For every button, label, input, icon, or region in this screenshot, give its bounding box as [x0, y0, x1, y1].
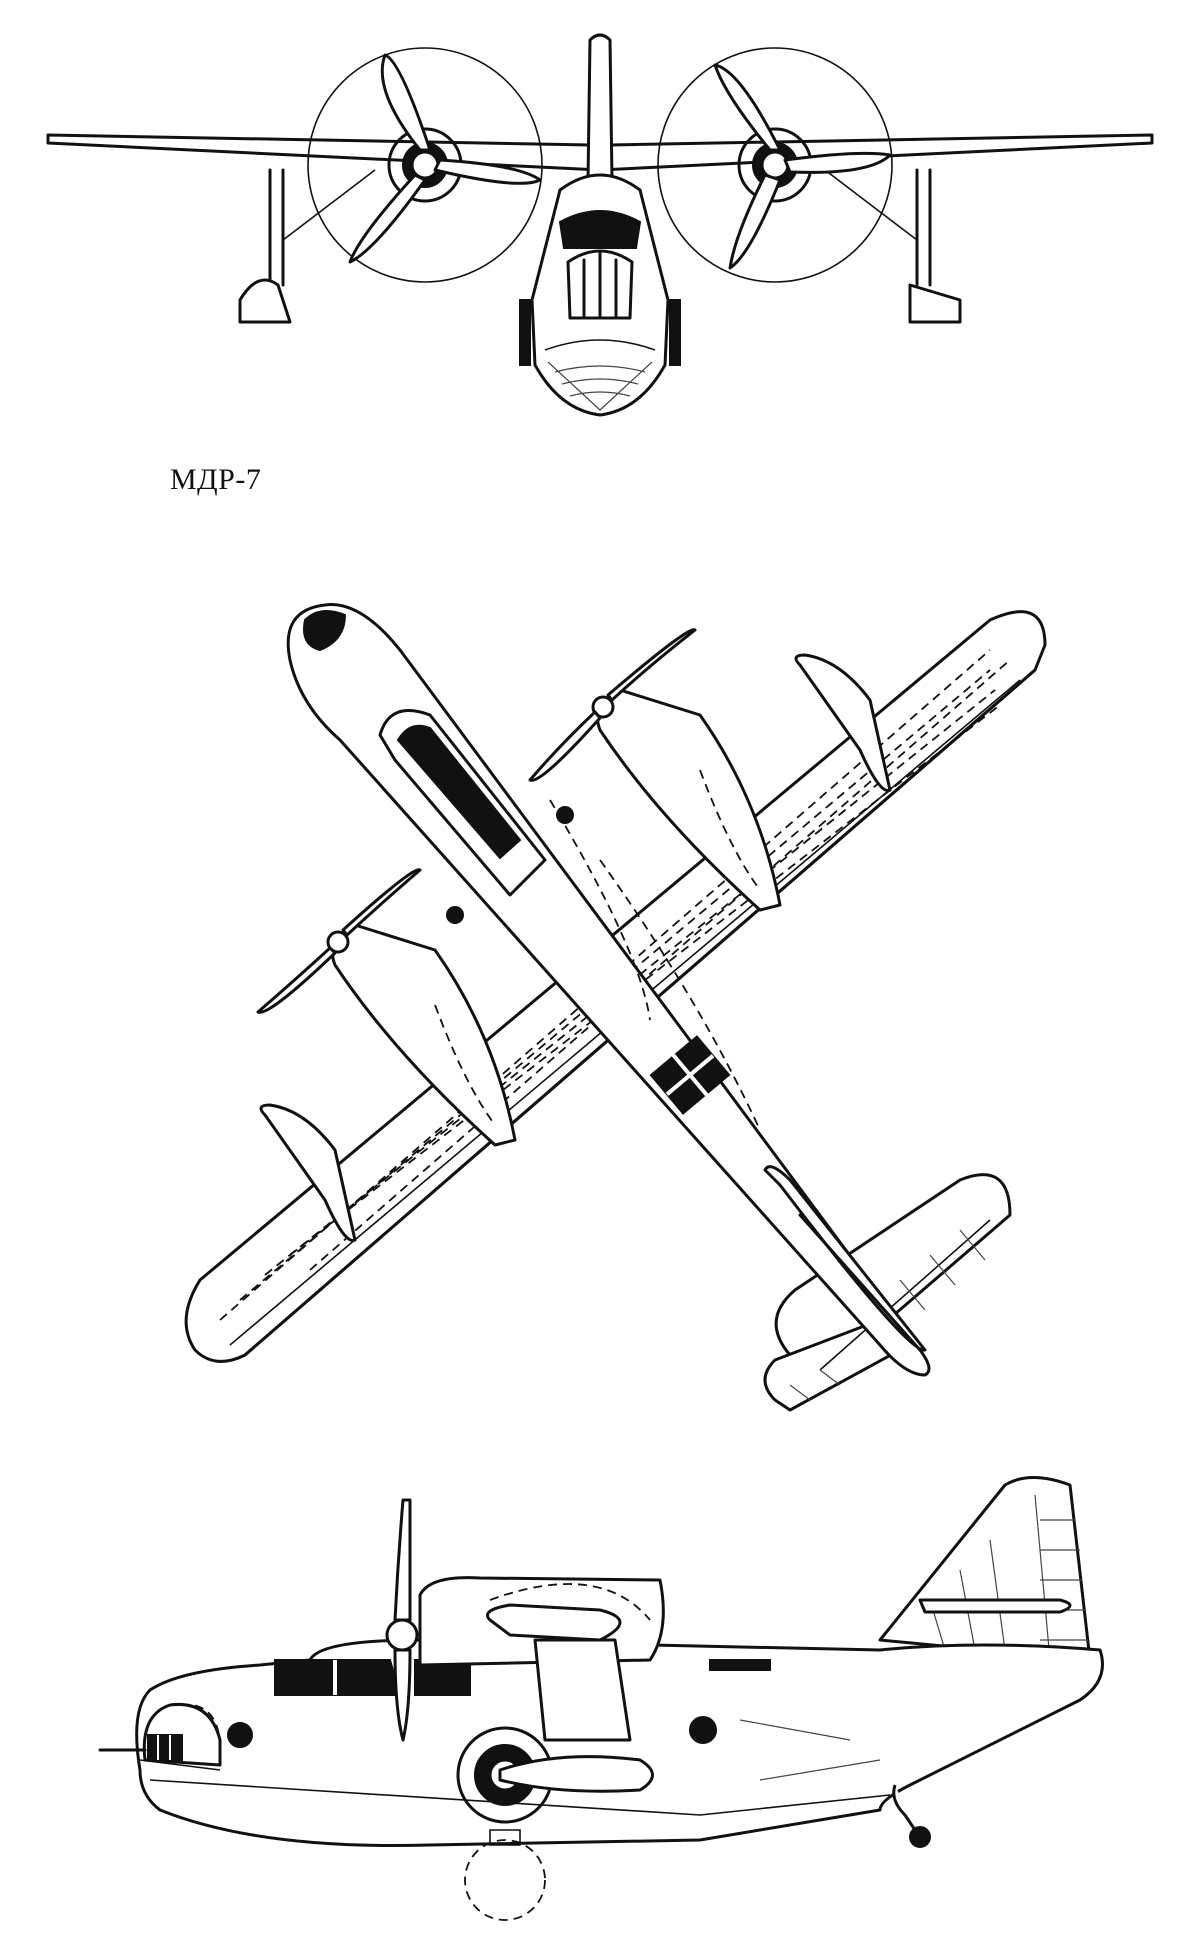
front-left-float [238, 168, 376, 324]
plan-fuselage [286, 603, 931, 1377]
front-fuselage [519, 173, 681, 417]
front-left-engine [307, 47, 543, 283]
side-hull [135, 1638, 1104, 1848]
plan-floats [259, 653, 892, 1242]
side-propeller [385, 1498, 419, 1742]
plan-tailplane [763, 1173, 1012, 1412]
side-wing-strut-float [456, 1638, 654, 1921]
side-bow-turret [98, 1702, 222, 1767]
side-tail-fin [878, 1476, 1092, 1662]
plan-left-engine [256, 868, 517, 1147]
side-tail-wheel [892, 1784, 931, 1848]
front-tail-fin [586, 33, 614, 182]
front-right-float [824, 168, 962, 324]
front-right-engine [657, 47, 893, 283]
plan-right-engine [528, 628, 782, 912]
plan-fin [763, 1165, 927, 1352]
aircraft-designation-caption: МДР-7 [170, 463, 262, 496]
